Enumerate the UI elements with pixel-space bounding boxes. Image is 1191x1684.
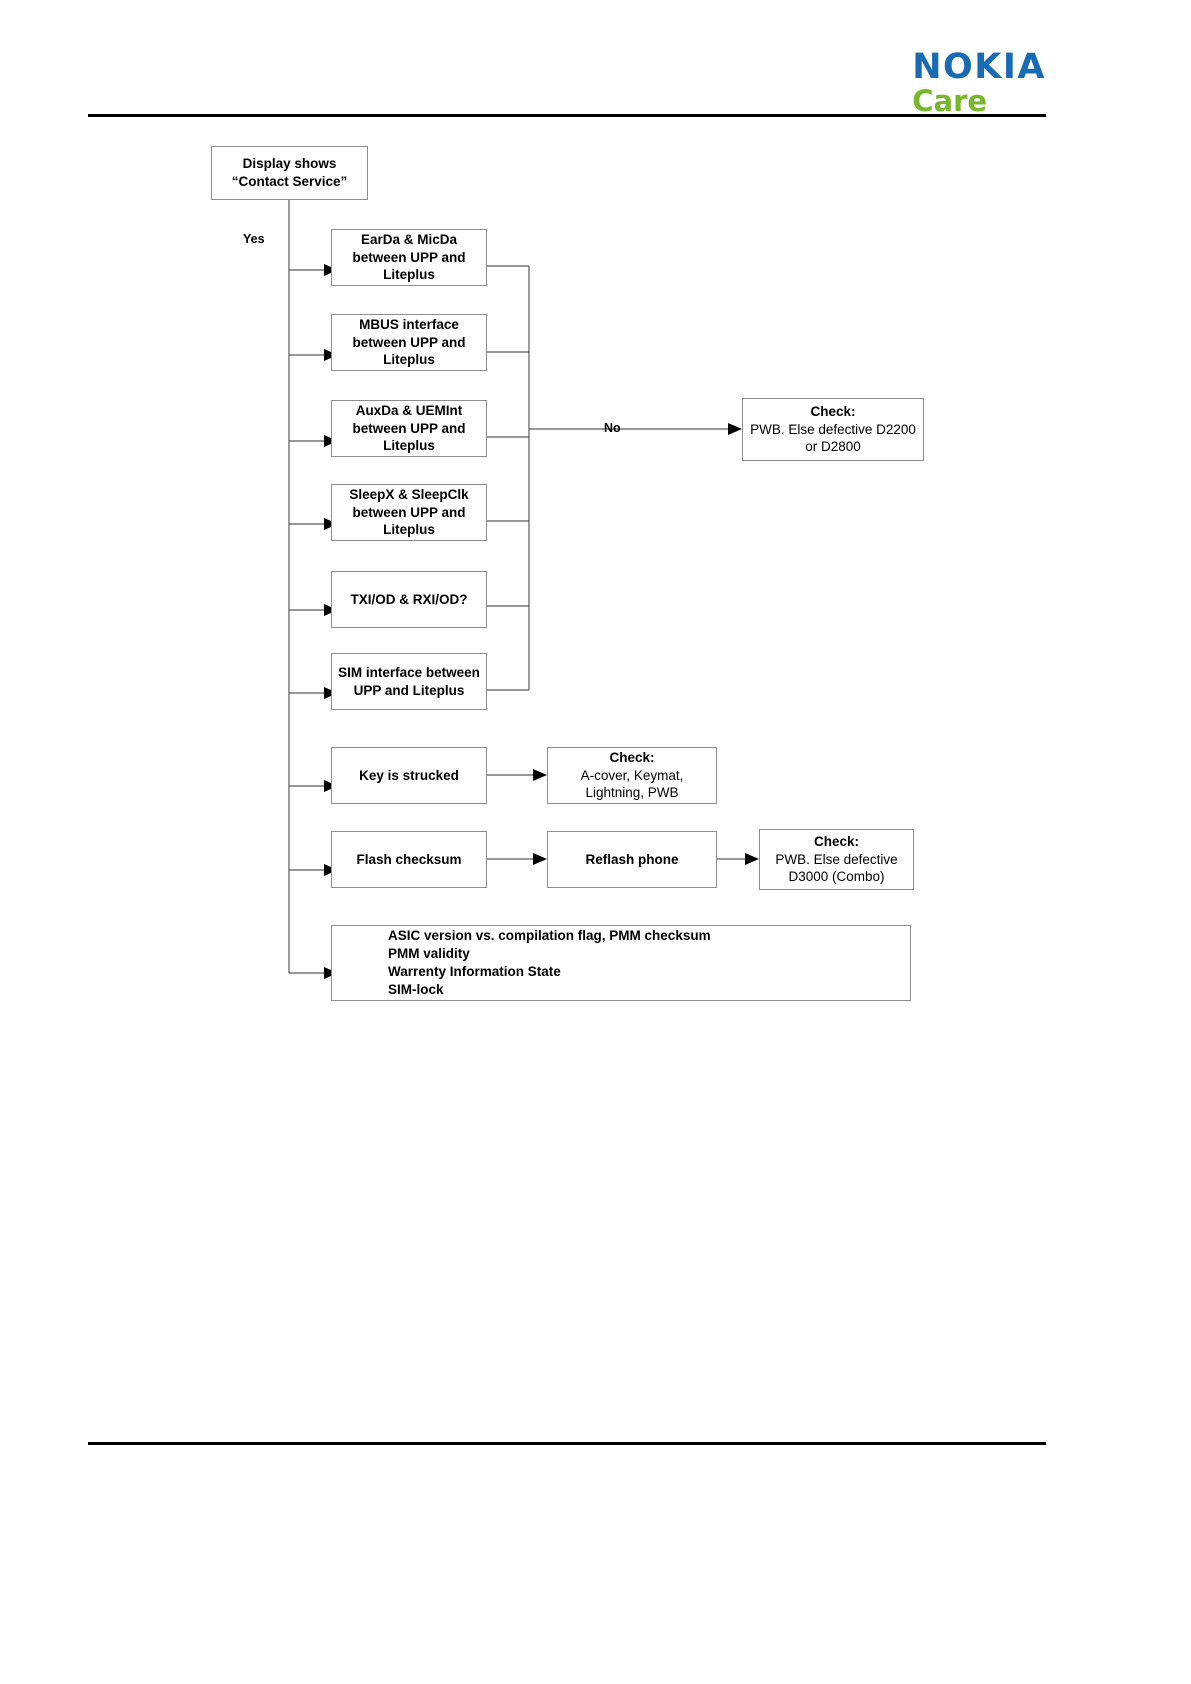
node-mbus-interface[interactable]: MBUS interface between UPP and Liteplus bbox=[331, 314, 487, 371]
node-auxda-line1: AuxDa & UEMInt bbox=[355, 402, 463, 418]
node-display-shows-contact-service[interactable]: Display shows “Contact Service” bbox=[211, 146, 368, 200]
nokia-wordmark: NOKIA bbox=[912, 47, 1046, 87]
node-flash-line1: Flash checksum bbox=[356, 851, 462, 867]
node-check-d3000-line2: D3000 (Combo) bbox=[788, 869, 885, 885]
node-check-pwb-d2200-d2800[interactable]: Check: PWB. Else defective D2200 or D280… bbox=[742, 398, 924, 461]
node-check-d2200-line1: PWB. Else defective D2200 bbox=[750, 421, 916, 437]
node-check-d2200-title: Check: bbox=[810, 403, 856, 419]
node-start-line2: “Contact Service” bbox=[231, 174, 348, 189]
node-check-acover-title: Check: bbox=[609, 749, 655, 765]
header-rule bbox=[88, 114, 1046, 117]
node-asic-line4: SIM-lock bbox=[388, 981, 444, 997]
node-sleepx-line1: SleepX & SleepClk bbox=[349, 486, 469, 502]
node-asic-version-checklist[interactable]: ASIC version vs. compilation flag, PMM c… bbox=[331, 925, 911, 1001]
node-mbus-line1: MBUS interface bbox=[359, 316, 459, 332]
node-key-is-strucked[interactable]: Key is strucked bbox=[331, 747, 487, 804]
node-check-acover-line1: A-cover, Keymat, bbox=[580, 767, 684, 783]
node-mbus-line3: UPP and Liteplus bbox=[383, 334, 466, 368]
node-check-d3000-title: Check: bbox=[813, 833, 859, 849]
node-asic-line3: Warrenty Information State bbox=[388, 964, 561, 979]
node-sim-line3: UPP and Liteplus bbox=[353, 682, 465, 698]
node-auxda-uemint[interactable]: AuxDa & UEMInt between UPP and Liteplus bbox=[331, 400, 487, 457]
node-check-pwb-d3000-combo[interactable]: Check: PWB. Else defective D3000 (Combo) bbox=[759, 829, 914, 890]
node-asic-line2: PMM validity bbox=[388, 946, 470, 962]
node-earda-line3: UPP and Liteplus bbox=[383, 249, 466, 283]
node-earda-line1: EarDa & MicDa bbox=[360, 231, 458, 247]
node-sim-interface[interactable]: SIM interface between UPP and Liteplus bbox=[331, 653, 487, 710]
node-check-d3000-line1: PWB. Else defective bbox=[775, 851, 898, 867]
node-sim-line1: SIM interface bbox=[338, 664, 423, 680]
node-sleepx-sleepclk[interactable]: SleepX & SleepClk between UPP and Litepl… bbox=[331, 484, 487, 541]
edge-label-yes: Yes bbox=[243, 232, 265, 246]
node-earda-line2: between bbox=[352, 249, 407, 265]
care-wordmark: Care bbox=[912, 84, 988, 118]
node-flash-checksum[interactable]: Flash checksum bbox=[331, 831, 487, 888]
node-txi-line1: TXI/OD & RXI/OD? bbox=[350, 591, 468, 607]
node-check-acover-line2: Lightning, PWB bbox=[585, 785, 679, 801]
node-start-line1: Display shows bbox=[242, 156, 337, 172]
node-reflash-phone[interactable]: Reflash phone bbox=[547, 831, 717, 888]
node-check-acover-keymat[interactable]: Check: A-cover, Keymat, Lightning, PWB bbox=[547, 747, 717, 804]
node-txi-rxi[interactable]: TXI/OD & RXI/OD? bbox=[331, 571, 487, 628]
node-auxda-line2: between bbox=[352, 420, 407, 436]
node-check-d2200-line2: or D2800 bbox=[805, 439, 861, 455]
node-asic-line1: ASIC version vs. compilation flag, PMM c… bbox=[388, 928, 711, 944]
node-earda-micda[interactable]: EarDa & MicDa between UPP and Liteplus bbox=[331, 229, 487, 286]
node-auxda-line3: UPP and Liteplus bbox=[383, 420, 466, 454]
edge-label-no: No bbox=[604, 421, 621, 435]
node-sleepx-line3: Liteplus bbox=[383, 522, 435, 538]
node-sim-line2: between bbox=[425, 664, 480, 680]
node-reflash-line1: Reflash phone bbox=[585, 851, 679, 867]
nokia-care-logo: NOKIA Care bbox=[912, 50, 1046, 116]
footer-rule bbox=[88, 1442, 1046, 1445]
node-key-line1: Key is strucked bbox=[359, 767, 459, 783]
node-mbus-line2: between bbox=[352, 334, 407, 350]
node-sleepx-line2: between UPP and bbox=[352, 504, 466, 520]
